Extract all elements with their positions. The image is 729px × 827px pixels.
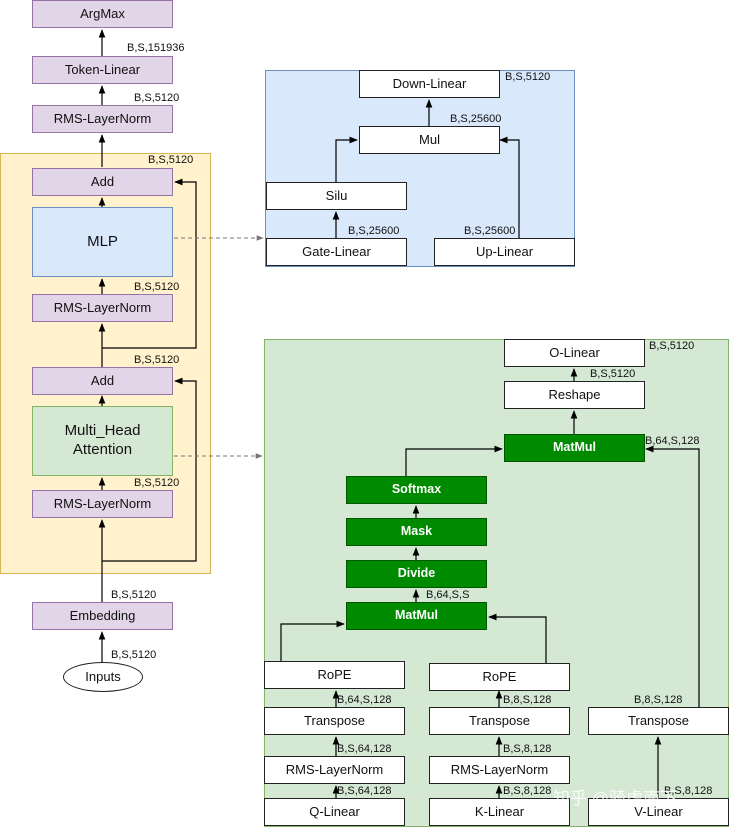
mha-label-line1: Multi_Head — [64, 422, 141, 440]
transpose-v-node: Transpose — [588, 707, 729, 735]
rope-q-node: RoPE — [264, 661, 405, 689]
shape-label-v-linear: B,S,8,128 — [664, 785, 713, 797]
inputs-node: Inputs — [63, 662, 143, 692]
shape-label-inputs: B,S,5120 — [111, 649, 157, 661]
shape-label-o-linear: B,S,5120 — [649, 340, 695, 352]
shape-label-rms-bottom: B,S,5120 — [134, 477, 180, 489]
matmul-bottom-node: MatMul — [346, 602, 487, 630]
silu-node: Silu — [266, 182, 407, 210]
transpose-k-node: Transpose — [429, 707, 570, 735]
divide-node: Divide — [346, 560, 487, 588]
multi-head-attention-node: Multi_Head Attention — [32, 406, 173, 476]
mask-node: Mask — [346, 518, 487, 546]
add-top-node: Add — [32, 168, 173, 196]
rms-layernorm-bottom-node: RMS-LayerNorm — [32, 490, 173, 518]
shape-label-rms-k: B,S,8,128 — [503, 743, 552, 755]
down-linear-node: Down-Linear — [359, 70, 500, 98]
watermark-text: 知乎 @骑虎南下 — [553, 789, 677, 808]
shape-label-reshape: B,S,5120 — [590, 368, 636, 380]
shape-label-add-top: B,S,5120 — [148, 154, 194, 166]
mlp-detail-panel — [265, 70, 575, 267]
shape-label-up-linear: B,S,25600 — [464, 225, 516, 237]
rms-layernorm-q-node: RMS-LayerNorm — [264, 756, 405, 784]
mha-label-line2: Attention — [72, 441, 133, 458]
shape-label-rope-q: B,64,S,128 — [337, 694, 392, 706]
shape-label-matmul-bottom: B,64,S,S — [426, 589, 470, 601]
rms-layernorm-mid-node: RMS-LayerNorm — [32, 294, 173, 322]
reshape-node: Reshape — [504, 381, 645, 409]
rms-layernorm-k-node: RMS-LayerNorm — [429, 756, 570, 784]
k-linear-node: K-Linear — [429, 798, 570, 826]
shape-label-add-bottom: B,S,5120 — [134, 354, 180, 366]
shape-label-rms-top: B,S,5120 — [134, 92, 180, 104]
v-linear-node: V-Linear — [588, 798, 729, 826]
shape-label-embedding: B,S,5120 — [111, 589, 157, 601]
mlp-node: MLP — [32, 207, 173, 277]
shape-label-gate-linear: B,S,25600 — [348, 225, 400, 237]
add-bottom-node: Add — [32, 367, 173, 395]
rms-layernorm-top-node: RMS-LayerNorm — [32, 105, 173, 133]
softmax-node: Softmax — [346, 476, 487, 504]
token-linear-node: Token-Linear — [32, 56, 173, 84]
shape-label-down-linear: B,S,5120 — [505, 71, 551, 83]
shape-label-rms-mid: B,S,5120 — [134, 281, 180, 293]
embedding-node: Embedding — [32, 602, 173, 630]
shape-label-token-linear: B,S,151936 — [127, 42, 185, 54]
q-linear-node: Q-Linear — [264, 798, 405, 826]
shape-label-q-linear: B,S,64,128 — [337, 785, 392, 797]
argmax-node: ArgMax — [32, 0, 173, 28]
shape-label-rope-k: B,8,S,128 — [503, 694, 552, 706]
shape-label-matmul-v: B,64,S,128 — [645, 435, 700, 447]
mul-node: Mul — [359, 126, 500, 154]
shape-label-mul: B,S,25600 — [450, 113, 502, 125]
o-linear-node: O-Linear — [504, 339, 645, 367]
rope-k-node: RoPE — [429, 663, 570, 691]
shape-label-rms-q: B,S,64,128 — [337, 743, 392, 755]
transpose-q-node: Transpose — [264, 707, 405, 735]
shape-label-k-linear: B,S,8,128 — [503, 785, 552, 797]
up-linear-node: Up-Linear — [434, 238, 575, 266]
shape-label-transpose-v: B,8,S,128 — [634, 694, 683, 706]
gate-linear-node: Gate-Linear — [266, 238, 407, 266]
matmul-top-node: MatMul — [504, 434, 645, 462]
